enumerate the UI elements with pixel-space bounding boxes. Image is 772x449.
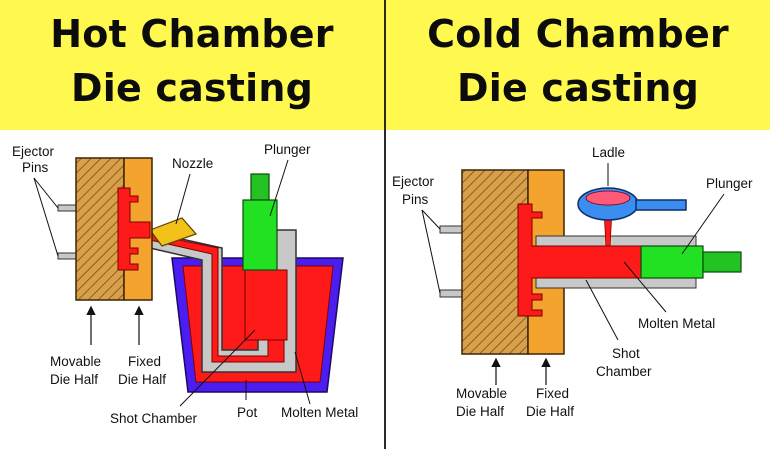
ladle-handle <box>635 199 687 211</box>
label-shot-chamber-1: Shot <box>612 346 640 361</box>
leader-ejector-lower <box>33 177 59 257</box>
label-pot: Pot <box>237 405 258 420</box>
cold-chamber-title-banner: Cold Chamber Die casting <box>386 0 770 130</box>
die-cavity <box>117 187 151 271</box>
label-molten-metal: Molten Metal <box>638 316 715 331</box>
label-molten-metal: Molten Metal <box>281 405 358 420</box>
hot-chamber-title-banner: Hot Chamber Die casting <box>0 0 384 130</box>
panel-divider <box>384 0 386 449</box>
label-nozzle: Nozzle <box>172 156 213 171</box>
shot-sleeve-upper <box>535 235 697 247</box>
label-plunger: Plunger <box>264 142 311 157</box>
label-movable-die-1: Movable <box>50 354 101 369</box>
cold-chamber-diagram: Ladle Plunger Ejector Pins Molten Metal … <box>392 145 753 419</box>
nozzle-shape <box>149 217 198 247</box>
hot-chamber-panel: Hot Chamber Die casting <box>0 0 384 426</box>
hot-chamber-diagram: Ejector Pins Nozzle Plunger Movable Die … <box>12 142 358 426</box>
leader-plunger <box>681 193 725 255</box>
ladle-metal <box>585 190 631 206</box>
shot-sleeve-lower <box>535 277 697 289</box>
leader-shot-chamber <box>179 329 256 407</box>
label-fixed-die-2: Die Half <box>118 372 166 387</box>
label-fixed-die-1: Fixed <box>128 354 161 369</box>
cold-chamber-title-line1: Cold Chamber <box>427 12 729 56</box>
leader-plunger <box>269 159 289 217</box>
leader-ejector-upper <box>33 177 59 209</box>
plunger-head <box>242 199 278 271</box>
label-movable-die-1: Movable <box>456 386 507 401</box>
label-ejector-pins-1: Ejector <box>392 174 435 189</box>
hot-chamber-title-line2: Die casting <box>70 66 313 110</box>
label-fixed-die-1: Fixed <box>536 386 569 401</box>
label-ejector-pins-2: Pins <box>22 160 49 175</box>
shot-chamber-metal <box>244 269 288 341</box>
leader-molten-metal <box>294 351 311 405</box>
plunger-rod <box>702 251 742 273</box>
label-movable-die-2: Die Half <box>456 404 504 419</box>
label-ejector-pins-1: Ejector <box>12 144 55 159</box>
plunger-rod <box>250 173 270 201</box>
leader-nozzle <box>175 173 191 225</box>
label-ladle: Ladle <box>592 145 625 160</box>
leader-molten-metal <box>623 261 667 313</box>
cold-chamber-panel: Cold Chamber Die casting <box>386 0 772 449</box>
leader-ejector-lower <box>421 209 441 294</box>
leader-ejector-upper <box>421 209 441 230</box>
label-fixed-die-2: Die Half <box>526 404 574 419</box>
label-movable-die-2: Die Half <box>50 372 98 387</box>
hot-chamber-title-line1: Hot Chamber <box>50 12 334 56</box>
label-ejector-pins-2: Pins <box>402 192 429 207</box>
movable-die-half <box>75 157 125 301</box>
leader-shot-chamber <box>585 279 619 341</box>
die-cavity <box>517 203 642 317</box>
label-plunger: Plunger <box>706 176 753 191</box>
label-shot-chamber: Shot Chamber <box>110 411 198 426</box>
cold-chamber-title-line2: Die casting <box>456 66 699 110</box>
label-shot-chamber-2: Chamber <box>596 364 652 379</box>
plunger-head <box>640 245 704 279</box>
